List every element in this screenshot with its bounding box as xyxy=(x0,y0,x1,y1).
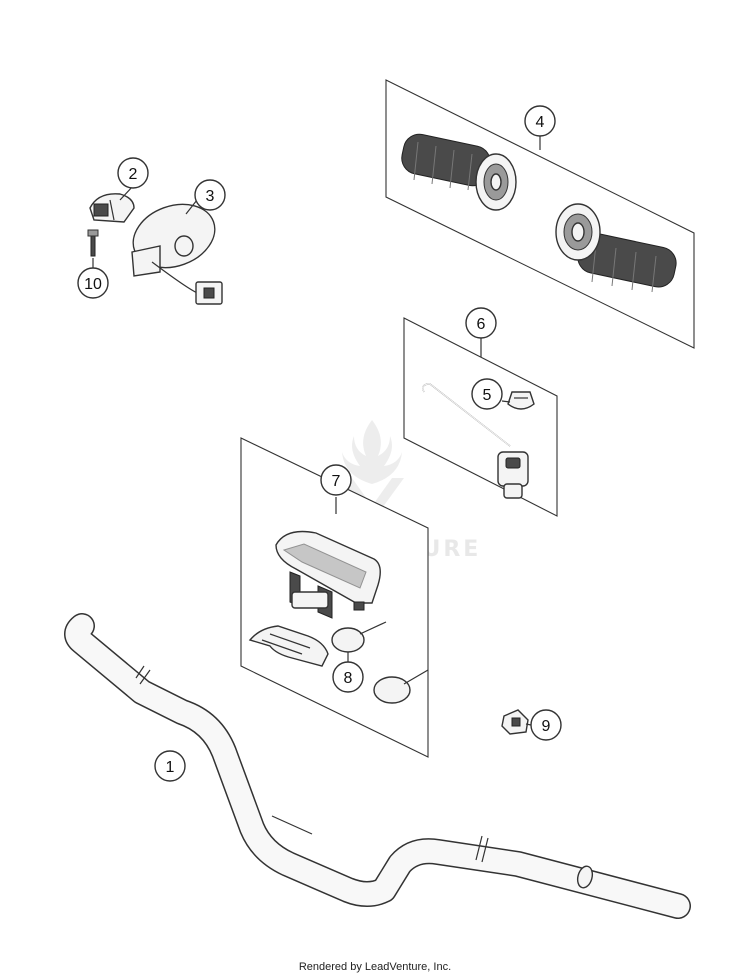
callout-2: 2 xyxy=(117,157,149,189)
callout-label: 10 xyxy=(84,276,102,293)
clamp xyxy=(89,193,135,223)
handlebar-pad-panel xyxy=(240,437,429,758)
callout-4: 4 xyxy=(524,105,556,137)
callout-label: 1 xyxy=(166,759,175,776)
callout-8: 8 xyxy=(332,661,364,693)
throttle-cable-panel xyxy=(403,317,558,517)
callout-9: 9 xyxy=(530,709,562,741)
callout-3: 3 xyxy=(194,179,226,211)
handlebar xyxy=(64,613,691,919)
callout-label: 5 xyxy=(483,387,492,404)
cable-ties xyxy=(331,621,429,704)
cable-guide xyxy=(501,709,529,735)
handlebar-pad xyxy=(275,530,381,619)
adjuster-cap xyxy=(507,391,535,410)
callout-6: 6 xyxy=(465,307,497,339)
footer-credit: Rendered by LeadVenture, Inc. xyxy=(298,961,452,973)
switch-housing xyxy=(131,203,223,305)
callout-10: 10 xyxy=(77,267,109,299)
callout-1: 1 xyxy=(154,750,186,782)
callout-label: 6 xyxy=(477,316,486,333)
screw xyxy=(87,229,99,257)
callout-label: 2 xyxy=(129,166,138,183)
pad-bracket xyxy=(248,625,329,667)
callout-label: 8 xyxy=(344,670,353,687)
right-grip xyxy=(555,203,677,293)
callout-7: 7 xyxy=(320,464,352,496)
leader-lines xyxy=(92,185,532,726)
callout-label: 4 xyxy=(536,114,545,131)
callout-5: 5 xyxy=(471,378,503,410)
callout-label: 9 xyxy=(542,718,551,735)
callout-label: 7 xyxy=(332,473,341,490)
callout-label: 3 xyxy=(206,188,215,205)
throttle-cable xyxy=(422,383,529,499)
left-grip xyxy=(401,133,517,211)
